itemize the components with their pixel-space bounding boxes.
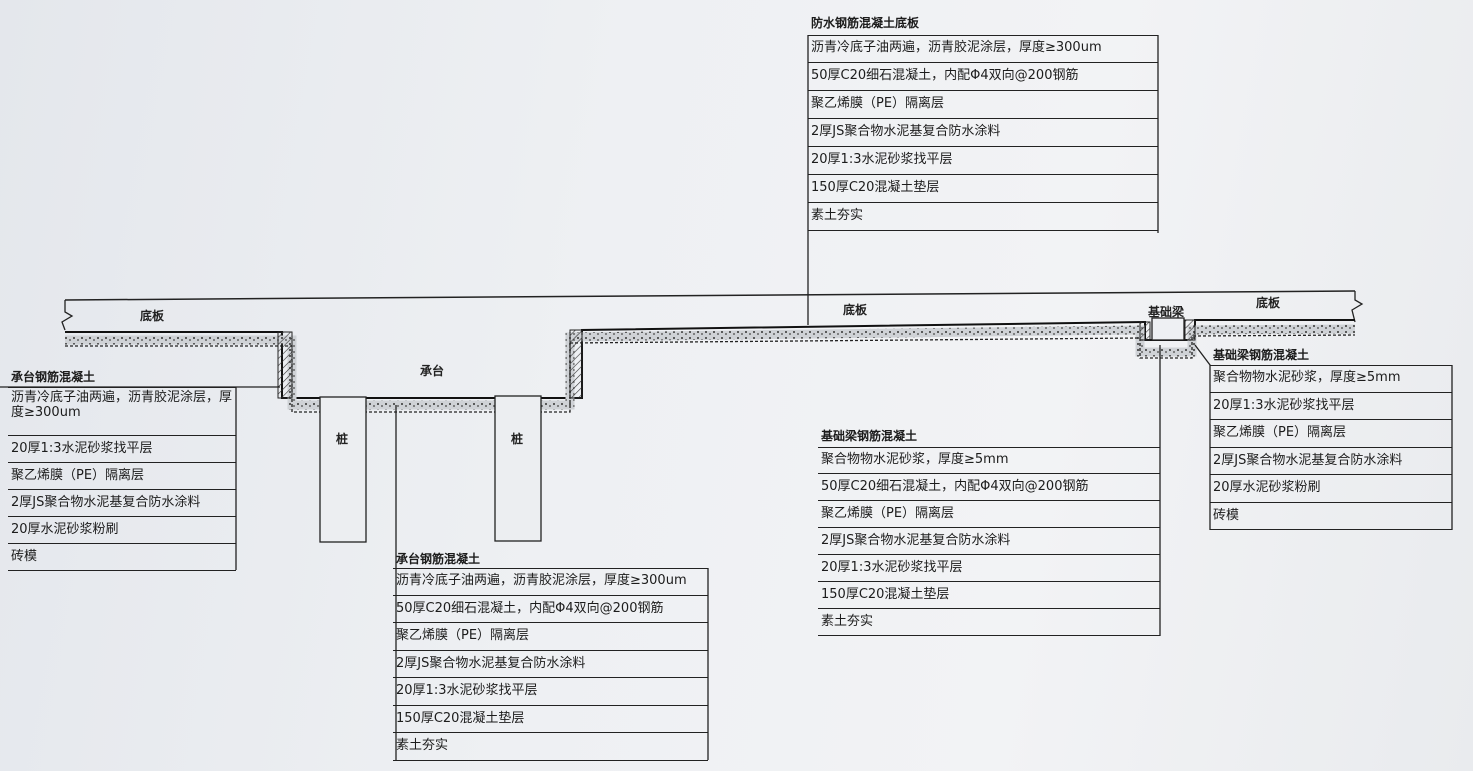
spec-table-row: 150厚C20混凝土垫层: [393, 706, 708, 733]
spec-table-row: 2厚JS聚合物水泥基复合防水涂料: [1210, 448, 1452, 475]
spec-table-row: 2厚JS聚合物水泥基复合防水涂料: [393, 651, 708, 678]
spec-table-row: 聚乙烯膜（PE）隔离层: [8, 463, 236, 490]
spec-table-row: 50厚C20细石混凝土，内配Φ4双向@200钢筋: [808, 63, 1158, 91]
spec-table-row: 20厚1:3水泥砂浆找平层: [818, 555, 1160, 582]
spec-table-row: 2厚JS聚合物水泥基复合防水涂料: [808, 119, 1158, 147]
spec-table-row: 50厚C20细石混凝土，内配Φ4双向@200钢筋: [818, 474, 1160, 501]
break-mark-right: [1351, 291, 1364, 323]
spec-table-row: 20厚1:3水泥砂浆找平层: [1210, 393, 1452, 420]
pile-cap-label: 承台: [420, 363, 444, 378]
pile-1: [319, 396, 367, 543]
waterproof-layers: [65, 319, 1356, 413]
spec-table-row: 50厚C20细石混凝土，内配Φ4双向@200钢筋: [393, 596, 708, 623]
pile-label-2: 桩: [511, 431, 523, 446]
spec-table-row: 聚乙烯膜（PE）隔离层: [808, 91, 1158, 119]
slab-label-left: 底板: [140, 308, 165, 323]
slab-label-center: 底板: [843, 302, 868, 317]
spec-table-row: 聚合物物水泥砂浆，厚度≥5mm: [1210, 365, 1452, 393]
spec-table-row: 20厚1:3水泥砂浆找平层: [8, 436, 236, 463]
spec-table-title: 基础梁钢筋混凝土: [821, 429, 918, 443]
spec-table-title: 防水钢筋混凝土底板: [811, 16, 920, 30]
spec-table-row: 2厚JS聚合物水泥基复合防水涂料: [818, 528, 1160, 555]
spec-table-top-rule: [808, 35, 1158, 36]
spec-table-row: 素土夯实: [818, 609, 1160, 636]
spec-table-row: 2厚JS聚合物水泥基复合防水涂料: [8, 490, 236, 517]
foundation-beam: [1151, 317, 1185, 341]
spec-table-row: 沥青冷底子油两遍，沥青胶泥涂层，厚度≥300um: [808, 35, 1158, 63]
spec-table-row: 砖模: [8, 544, 236, 571]
spec-table-row: 聚乙烯膜（PE）隔离层: [1210, 420, 1452, 448]
spec-table-row: 150厚C20混凝土垫层: [808, 175, 1158, 203]
spec-table-row: 素土夯实: [393, 733, 708, 761]
spec-table-title: 承台钢筋混凝土: [396, 552, 481, 566]
spec-table-row: 20厚水泥砂浆粉刷: [8, 517, 236, 544]
spec-table-row: 聚乙烯膜（PE）隔离层: [393, 623, 708, 651]
spec-table-row: 沥青冷底子油两遍，沥青胶泥涂层，厚度≥300um: [8, 387, 236, 436]
slab-label-right: 底板: [1256, 295, 1281, 310]
spec-table-row: 聚合物物水泥砂浆，厚度≥5mm: [818, 447, 1160, 474]
spec-table-row: 150厚C20混凝土垫层: [818, 582, 1160, 609]
slab-top-line: [64, 290, 1356, 301]
spec-table-row: 聚乙烯膜（PE）隔离层: [818, 501, 1160, 528]
spec-table-title: 基础梁钢筋混凝土: [1213, 348, 1310, 362]
foundation-beam-label: 基础梁: [1147, 304, 1184, 319]
spec-table-top-rule: [1210, 365, 1452, 366]
pile-label-1: 桩: [336, 431, 348, 446]
spec-table-top-rule: [8, 387, 236, 388]
break-mark-left: [61, 300, 74, 331]
spec-table-title: 承台钢筋混凝土: [11, 370, 96, 384]
spec-table-row: 20厚水泥砂浆粉刷: [1210, 475, 1452, 503]
pile-2: [494, 395, 542, 542]
spec-table-row: 20厚1:3水泥砂浆找平层: [808, 147, 1158, 175]
spec-table-top-rule: [818, 447, 1160, 448]
spec-table-row: 20厚1:3水泥砂浆找平层: [393, 678, 708, 706]
spec-table-row: 素土夯实: [808, 203, 1158, 231]
spec-table-top-rule: [393, 568, 708, 569]
spec-table-row: 砖模: [1210, 503, 1452, 530]
spec-table-row: 沥青冷底子油两遍，沥青胶泥涂层，厚度≥300um: [393, 568, 708, 596]
